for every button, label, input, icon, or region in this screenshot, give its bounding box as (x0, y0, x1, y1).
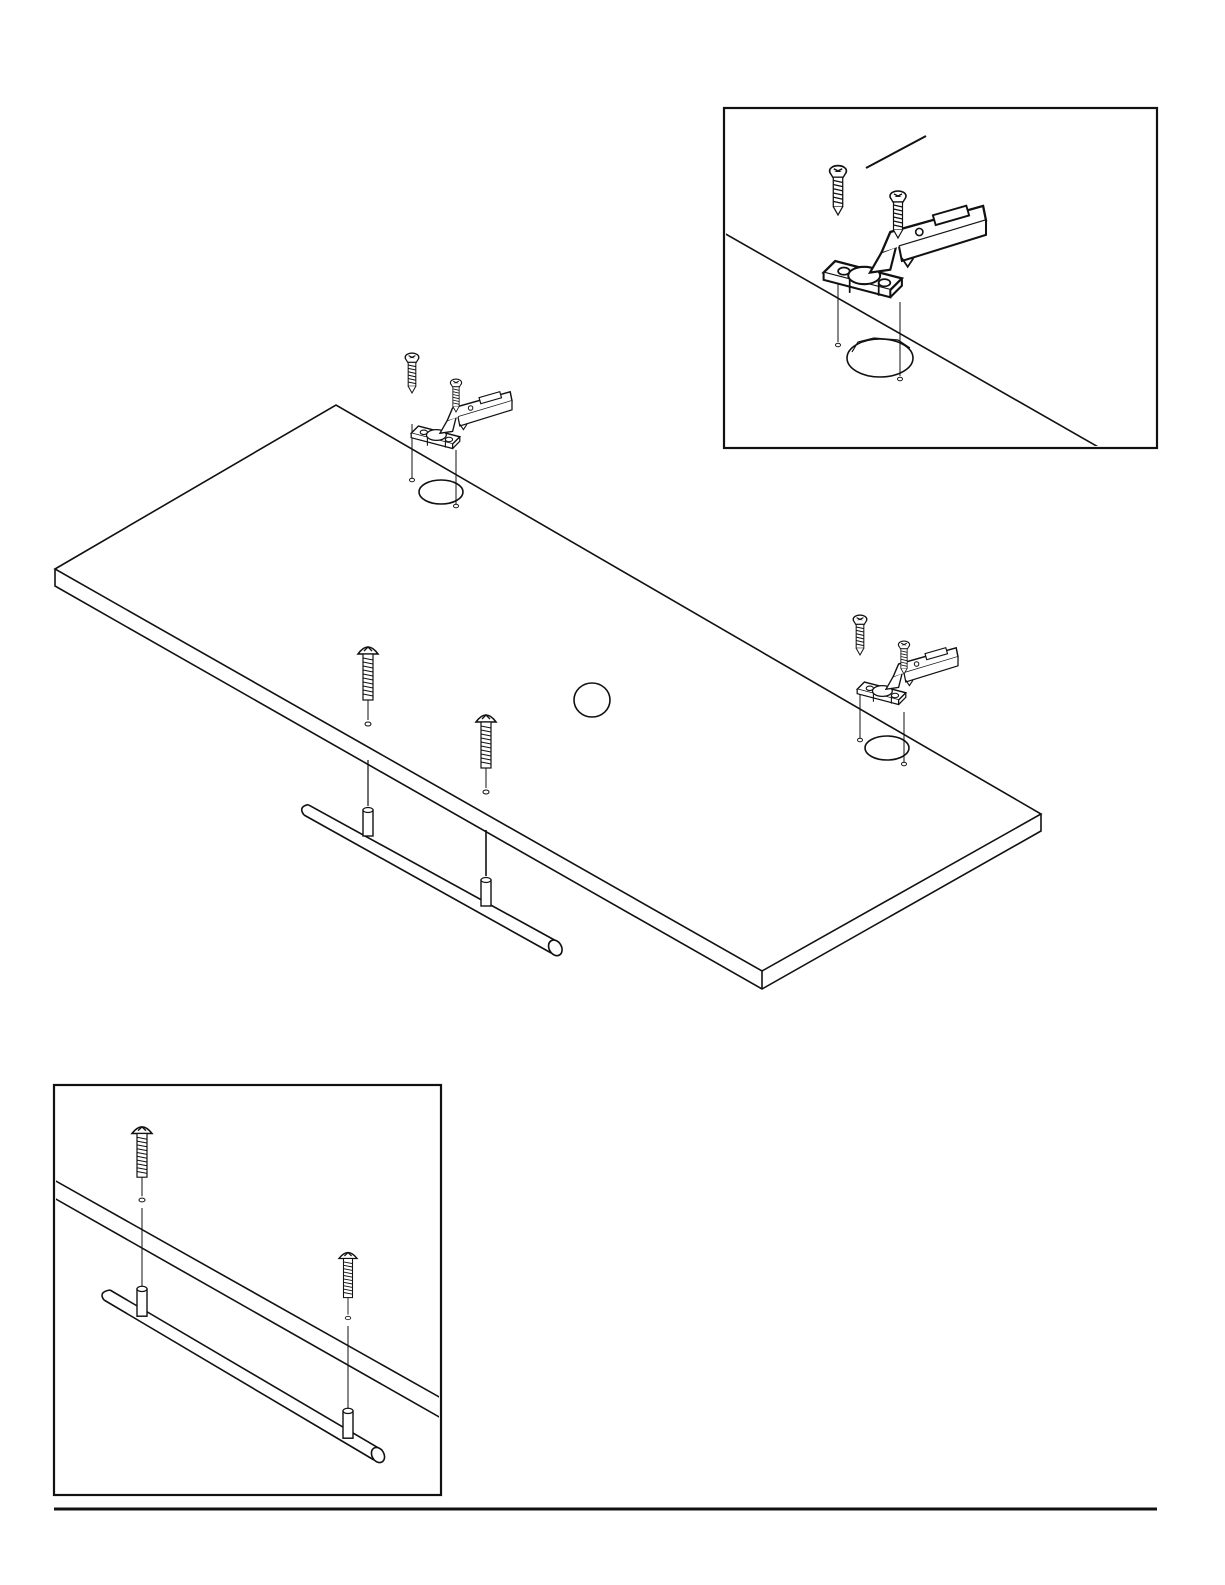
hinge-screw (830, 166, 847, 215)
handle-post (481, 878, 491, 907)
hinge (857, 648, 958, 705)
hinge-screw (853, 615, 867, 655)
hinge-detail-view (724, 108, 1157, 448)
handle-post (137, 1286, 147, 1316)
hinge-assembly-right (853, 615, 958, 766)
handle-post (343, 1408, 353, 1438)
hinge (411, 392, 512, 449)
handle-detail-view (54, 1085, 441, 1495)
handle-post (363, 808, 373, 837)
knob-hole (574, 683, 610, 717)
handle-screw (132, 1127, 152, 1202)
hinge-cup-hole (865, 736, 909, 760)
handle-screw (339, 1253, 357, 1320)
hinge-screw (405, 353, 419, 393)
hinge (824, 206, 986, 298)
